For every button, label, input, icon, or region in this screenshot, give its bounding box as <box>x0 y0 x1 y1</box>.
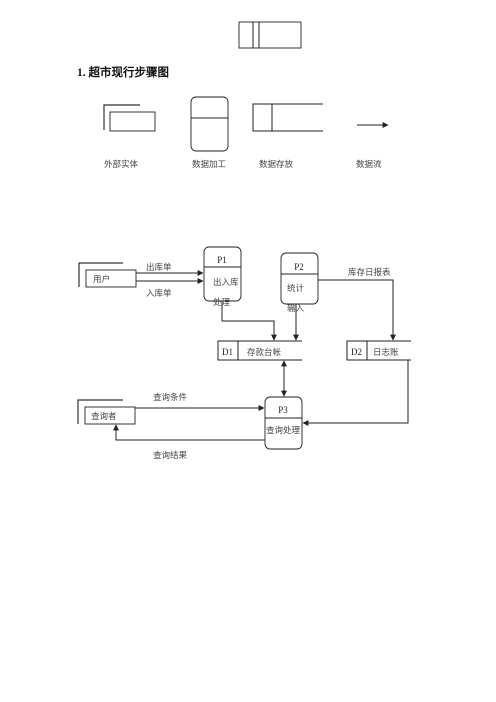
store-d1 <box>217 340 302 361</box>
flow-inbound-label: 入库单 <box>146 288 172 298</box>
page-heading: 1. 超市现行步骤图 <box>77 65 169 79</box>
legend-external-entity <box>103 104 156 132</box>
flow-daily-report-label: 库存日报表 <box>348 267 391 277</box>
store-d2-id: D2 <box>351 347 362 357</box>
process-p1-id: P1 <box>217 255 227 265</box>
entity-inquirer-label: 查询者 <box>91 411 117 421</box>
flow-daily-report-arrow <box>318 279 396 341</box>
store-d1-name: 存款台帐 <box>247 347 282 357</box>
legend-flow-label: 数据流 <box>356 159 382 169</box>
entity-user <box>78 262 137 288</box>
process-p2 <box>280 252 319 305</box>
legend-process <box>190 96 229 152</box>
store-d2 <box>346 340 411 361</box>
process-p2-id: P2 <box>294 262 304 272</box>
legend-process-label: 数据加工 <box>192 159 227 169</box>
flow-d2-to-p3 <box>302 360 409 426</box>
process-p2-line1: 统计 <box>287 283 305 293</box>
store-d2-name: 日志账 <box>373 347 399 357</box>
legend-store-label: 数据存放 <box>259 159 294 169</box>
flow-p1-to-d1 <box>221 301 277 341</box>
entity-inquirer <box>77 399 136 425</box>
process-p3-id: P3 <box>278 405 288 415</box>
entity-user-label: 用户 <box>93 274 110 284</box>
flow-query-result-label: 查询结果 <box>153 450 188 460</box>
legend-entity-label: 外部实体 <box>104 159 139 169</box>
store-d1-id: D1 <box>222 347 233 357</box>
process-p3 <box>264 396 303 450</box>
flow-outbound-label: 出库单 <box>146 262 172 272</box>
top-decorative-box <box>238 21 302 49</box>
flow-query-condition-label: 查询条件 <box>153 392 188 402</box>
flow-query-result-arrow <box>113 424 265 441</box>
legend-data-store <box>252 103 323 132</box>
process-p1-line1: 出入库 <box>213 277 239 287</box>
process-p3-line1: 查询处理 <box>266 425 301 435</box>
